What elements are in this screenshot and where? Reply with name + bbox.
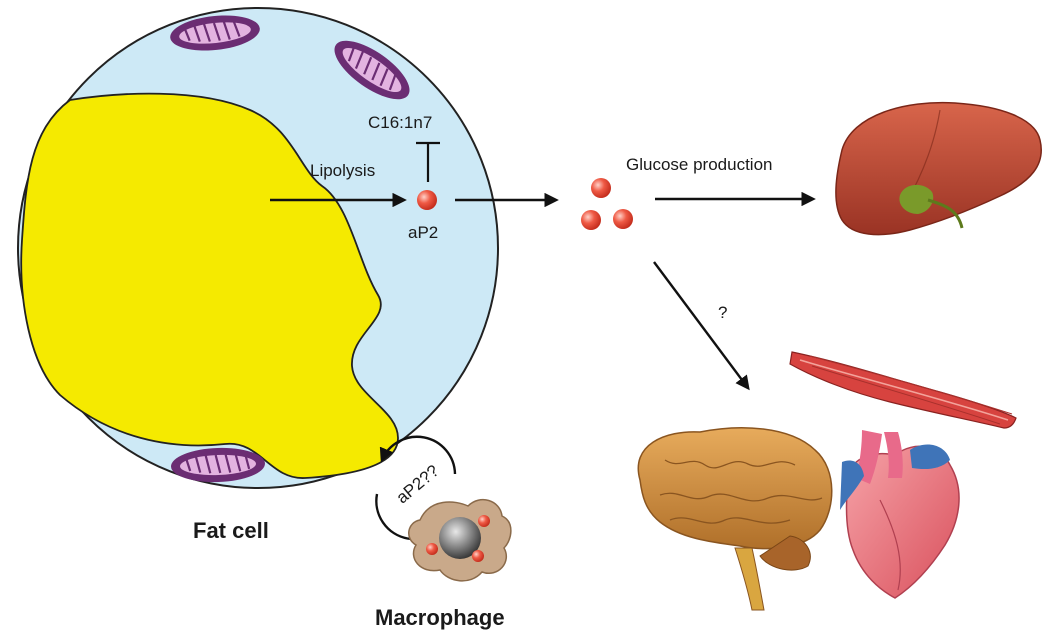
engulfed-ap2 [472,550,484,562]
ap2-question-label: aP2?? [393,461,443,507]
macrophage-nucleus [439,517,481,559]
ap2-label: aP2 [408,223,438,242]
glucose-production-label: Glucose production [626,155,772,174]
secreted-ap2 [613,209,633,229]
mitochondrion-bottom [171,447,265,483]
secreted-ap2 [591,178,611,198]
macrophage-label: Macrophage [375,605,505,630]
macrophage [408,498,512,582]
c16-label: C16:1n7 [368,113,432,132]
fat-cell-label: Fat cell [193,518,269,543]
mitochondrion-top [170,15,260,51]
lipid-droplet [20,92,399,479]
secreted-ap2-cluster [581,178,633,230]
engulfed-ap2 [478,515,490,527]
question-arrow [653,261,750,391]
lipolysis-label: Lipolysis [310,161,375,180]
liver [835,101,1042,236]
question-label: ? [718,303,727,322]
gallbladder [899,184,934,214]
muscle [789,351,1017,429]
mitochondrion-right [334,40,410,100]
brain [637,427,833,611]
engulfed-ap2 [426,543,438,555]
secreted-ap2 [581,210,601,230]
ap2-protein [417,190,437,210]
cycle-arrow-top [379,435,457,475]
heart [840,430,960,599]
fat-cell [17,7,499,489]
